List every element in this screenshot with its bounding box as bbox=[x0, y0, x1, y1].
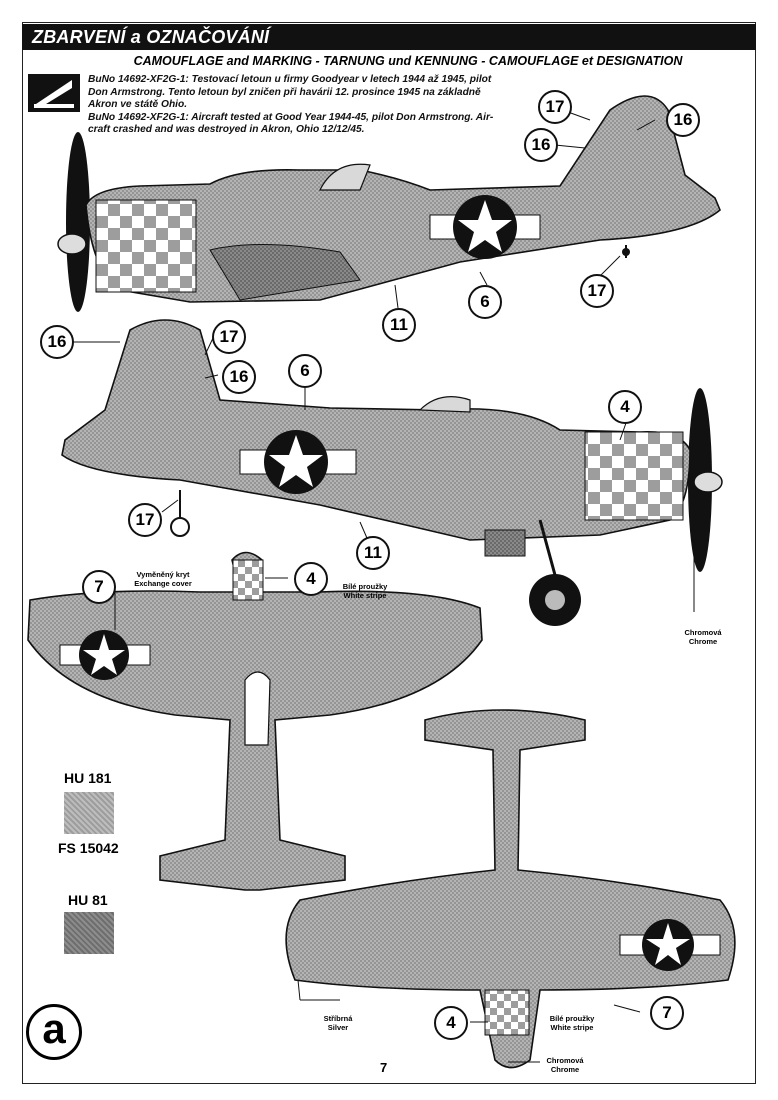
side-view-left bbox=[57, 95, 721, 312]
header-bar bbox=[22, 24, 756, 50]
color-swatch bbox=[64, 792, 114, 834]
callout-17: 17 bbox=[538, 90, 572, 124]
aircraft-description: BuNo 14692-XF2G-1: Testovací letoun u fi… bbox=[88, 74, 528, 137]
callout-16: 16 bbox=[524, 128, 558, 162]
airframe-bottom bbox=[285, 709, 736, 1069]
insignia-star bbox=[458, 200, 512, 252]
page-number: 7 bbox=[380, 1060, 388, 1075]
desc-en-line: craft crashed and was destroyed in Akron… bbox=[88, 124, 365, 136]
publisher-logo bbox=[28, 74, 80, 112]
canopy bbox=[418, 396, 471, 413]
page-frame bbox=[22, 22, 756, 1084]
page-subtitle: CAMOUFLAGE and MARKING - TARNUNG und KEN… bbox=[133, 54, 683, 68]
insignia-star bbox=[646, 923, 690, 965]
callout-16: 16 bbox=[222, 360, 256, 394]
canopy bbox=[244, 671, 271, 746]
callout-4: 4 bbox=[608, 390, 642, 424]
white-stripe-cz: Bílé proužky bbox=[549, 1014, 595, 1023]
desc-cz-line: Don Armstrong. Tento letoun byl zničen p… bbox=[88, 86, 481, 98]
desc-cz-line: BuNo 14692-XF2G-1: Testovací letoun u fi… bbox=[88, 74, 492, 85]
exchange-cover-en: Exchange cover bbox=[134, 579, 192, 588]
chrome-label-bottom: Chromová Chrome bbox=[540, 1056, 590, 1074]
callout-16: 16 bbox=[666, 103, 700, 137]
callout-11: 11 bbox=[356, 536, 390, 570]
chrome-label: Chromová Chrome bbox=[678, 628, 728, 646]
checkered-cowling bbox=[584, 431, 684, 521]
spinner bbox=[693, 471, 723, 493]
chrome-en: Chrome bbox=[550, 1065, 580, 1074]
page-title: ZBARVENÍ a OZNAČOVÁNÍ bbox=[32, 27, 270, 47]
tail-wheel bbox=[170, 517, 190, 537]
callout-16: 16 bbox=[40, 325, 74, 359]
chrome-cz: Chromová bbox=[546, 1056, 584, 1065]
silver-label: Stříbrná Silver bbox=[316, 1014, 360, 1032]
white-stripe-label: Bílé proužky White stripe bbox=[335, 582, 395, 600]
callout-17: 17 bbox=[580, 274, 614, 308]
desc-cz-line: Akron ve státě Ohio. bbox=[88, 99, 188, 111]
insignia-star bbox=[269, 435, 323, 487]
silver-en: Silver bbox=[327, 1023, 349, 1032]
callout-6: 6 bbox=[288, 354, 322, 388]
chrome-en: Chrome bbox=[688, 637, 718, 646]
top-view bbox=[27, 551, 483, 891]
chrome-cz: Chromová bbox=[684, 628, 722, 637]
white-stripe-cz: Bílé proužky bbox=[342, 582, 388, 591]
callout-6: 6 bbox=[468, 285, 502, 319]
checkered-cowling bbox=[232, 559, 264, 601]
swatch-fs-code: FS 15042 bbox=[58, 840, 119, 856]
callout-7: 7 bbox=[82, 570, 116, 604]
callout-4: 4 bbox=[434, 1006, 468, 1040]
callout-4: 4 bbox=[294, 562, 328, 596]
checkered-cowling bbox=[484, 989, 530, 1036]
swatch-code: HU 181 bbox=[64, 770, 112, 786]
fuselage bbox=[61, 319, 691, 541]
exchange-cover-cz: Vyměněný kryt bbox=[136, 570, 190, 579]
insignia-star bbox=[83, 634, 125, 675]
canopy bbox=[319, 163, 371, 191]
white-stripe-en: White stripe bbox=[550, 1023, 594, 1032]
exchange-cover-label: Vyměněný kryt Exchange cover bbox=[118, 570, 208, 588]
callout-11: 11 bbox=[382, 308, 416, 342]
wing-root bbox=[209, 244, 361, 301]
bottom-view bbox=[285, 709, 736, 1069]
callout-17: 17 bbox=[128, 503, 162, 537]
callout-7: 7 bbox=[650, 996, 684, 1030]
color-swatch bbox=[64, 912, 114, 954]
white-stripe-en: White stripe bbox=[343, 591, 387, 600]
spinner bbox=[57, 233, 87, 255]
desc-en-line: BuNo 14692-XF2G-1: Aircraft tested at Go… bbox=[88, 111, 494, 123]
checkered-cowling bbox=[95, 199, 197, 293]
propeller-blade bbox=[66, 132, 90, 312]
variant-badge: a bbox=[26, 1004, 82, 1060]
silver-cz: Stříbrná bbox=[323, 1014, 353, 1023]
white-stripe-label-bottom: Bílé proužky White stripe bbox=[540, 1014, 604, 1032]
swatch-code: HU 81 bbox=[68, 892, 108, 908]
callout-17: 17 bbox=[212, 320, 246, 354]
